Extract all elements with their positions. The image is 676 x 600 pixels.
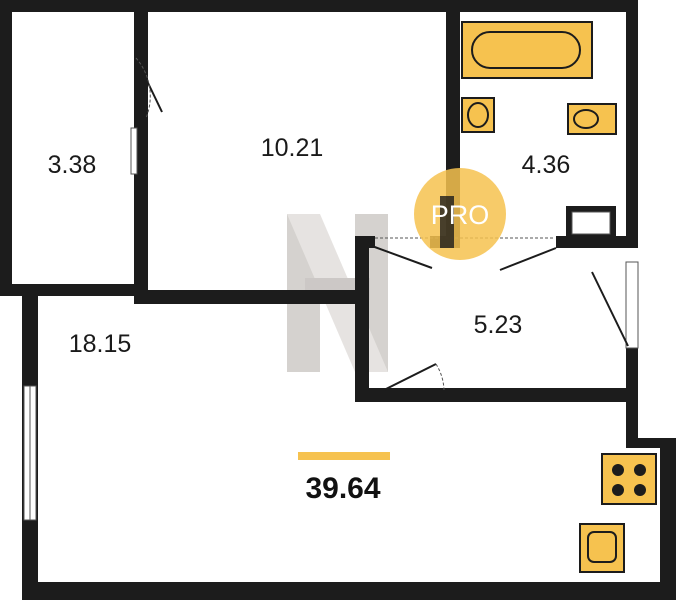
pro-badge: PRO [414, 168, 506, 260]
toilet [567, 103, 617, 135]
pro-badge-label: PRO [431, 200, 490, 230]
kitchen-sink [579, 523, 625, 573]
room-area-storage: 3.38 [48, 151, 97, 179]
bathtub [461, 21, 593, 79]
stove [601, 453, 657, 505]
room-area-living: 18.15 [69, 330, 132, 358]
total-area-underline [298, 452, 390, 460]
room-area-bathroom: 4.36 [522, 151, 571, 179]
room-area-hallway: 5.23 [474, 311, 523, 339]
total-area: 39.64 [305, 472, 380, 505]
room-area-bedroom: 10.21 [261, 134, 324, 162]
windows [23, 127, 639, 521]
bathroom-sink [461, 97, 495, 133]
